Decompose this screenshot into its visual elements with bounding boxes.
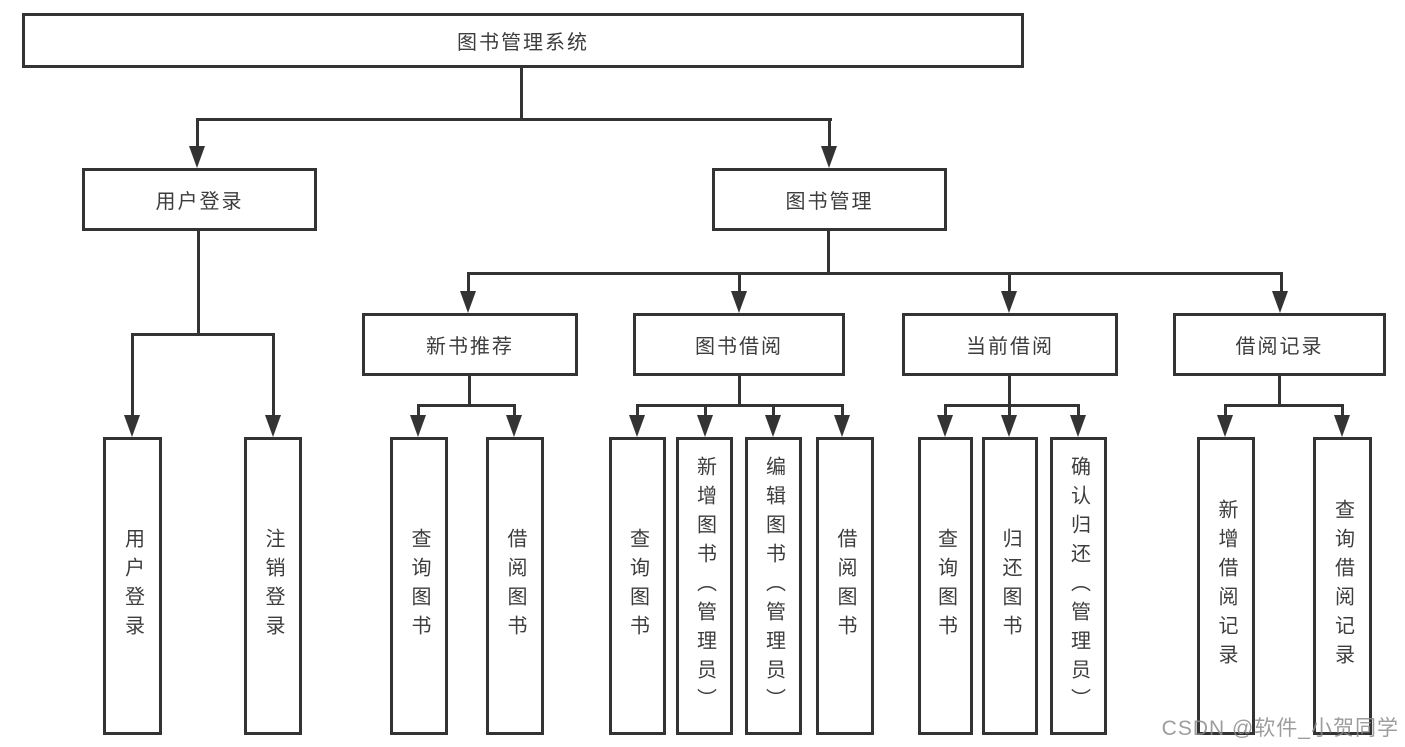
node-root-label: 图书管理系统 (457, 32, 589, 54)
connector-bb-borrow-drop (841, 404, 844, 420)
arrow-down-icon (765, 415, 781, 437)
node-ul-login: 用户登录 (103, 437, 162, 735)
arrow-down-icon (124, 415, 140, 437)
connector-cb-query-drop (944, 404, 947, 420)
arrow-down-icon (1070, 415, 1086, 437)
node-new-book-rec-label: 新书推荐 (426, 336, 514, 358)
connector-bb-add-drop (704, 404, 707, 420)
arrow-down-icon (506, 415, 522, 437)
connector-current-borrow-rail (944, 404, 1080, 407)
connector-ul-login-drop (131, 333, 134, 419)
node-user-login-label: 用户登录 (155, 191, 244, 213)
arrow-down-icon (731, 291, 747, 313)
connector-new-book-rec-stem (468, 376, 471, 407)
node-current-borrow-label: 当前借阅 (966, 336, 1054, 358)
node-borrow-records: 借阅记录 (1173, 313, 1386, 376)
connector-borrow-records-stem (1278, 376, 1281, 407)
arrow-down-icon (1334, 415, 1350, 437)
connector-new-book-rec-rail (417, 404, 516, 407)
connector-root-stem (520, 68, 523, 120)
node-bb-add: 新增图书（管理员） (676, 437, 733, 735)
node-nb-borrow: 借阅图书 (486, 437, 544, 735)
connector-user-login-stem (197, 231, 200, 335)
node-bb-borrow-label: 借阅图书 (834, 528, 856, 644)
connector-bb-edit-drop (772, 404, 775, 420)
node-book-mgmt: 图书管理 (712, 168, 947, 231)
arrow-down-icon (460, 291, 476, 313)
node-borrow-records-label: 借阅记录 (1235, 336, 1324, 358)
arrow-down-icon (629, 415, 645, 437)
arrow-down-icon (1272, 291, 1288, 313)
node-br-add-label: 新增借阅记录 (1215, 499, 1237, 673)
node-current-borrow: 当前借阅 (902, 313, 1118, 376)
connector-book-borrow-drop (738, 272, 741, 296)
node-user-login: 用户登录 (82, 168, 317, 231)
connector-level2-rail (196, 118, 832, 121)
node-br-add: 新增借阅记录 (1197, 437, 1255, 735)
node-book-borrow: 图书借阅 (633, 313, 845, 376)
connector-level3-rail (467, 272, 1283, 275)
node-cb-confirm-label: 确认归还（管理员） (1067, 455, 1090, 717)
node-bb-edit: 编辑图书（管理员） (745, 437, 802, 735)
arrow-down-icon (265, 415, 281, 437)
node-cb-return: 归还图书 (982, 437, 1038, 735)
arrow-down-icon (821, 146, 837, 168)
arrow-down-icon (1217, 415, 1233, 437)
node-br-query: 查询借阅记录 (1313, 437, 1372, 735)
connector-br-query-drop (1341, 404, 1344, 420)
connector-bb-query-drop (636, 404, 639, 420)
connector-cb-return-drop (1008, 404, 1011, 420)
node-nb-borrow-label: 借阅图书 (504, 528, 526, 644)
connector-nb-borrow-drop (513, 404, 516, 420)
arrow-down-icon (1001, 415, 1017, 437)
connector-ul-logout-drop (272, 333, 275, 419)
connector-br-add-drop (1224, 404, 1227, 420)
connector-book-mgmt-drop (828, 118, 831, 151)
connector-current-borrow-stem (1008, 376, 1011, 407)
arrow-down-icon (410, 415, 426, 437)
csdn-watermark: CSDN @软件_小贺同学 (1161, 717, 1399, 740)
arrow-down-icon (1001, 291, 1017, 313)
node-book-borrow-label: 图书借阅 (695, 336, 783, 358)
node-cb-return-label: 归还图书 (999, 528, 1021, 644)
node-ul-logout-label: 注销登录 (262, 528, 284, 644)
node-new-book-rec: 新书推荐 (362, 313, 578, 376)
node-book-mgmt-label: 图书管理 (785, 191, 874, 213)
node-ul-logout: 注销登录 (244, 437, 302, 735)
node-nb-query: 查询图书 (390, 437, 448, 735)
node-bb-borrow: 借阅图书 (816, 437, 874, 735)
connector-nb-query-drop (417, 404, 420, 420)
arrow-down-icon (189, 146, 205, 168)
connector-user-login-rail (131, 333, 274, 336)
node-bb-add-label: 新增图书（管理员） (693, 455, 716, 717)
node-br-query-label: 查询借阅记录 (1331, 499, 1354, 673)
node-cb-confirm: 确认归还（管理员） (1050, 437, 1107, 735)
node-bb-query-label: 查询图书 (626, 528, 649, 644)
connector-cb-confirm-drop (1077, 404, 1080, 420)
arrow-down-icon (697, 415, 713, 437)
connector-borrow-records-drop (1280, 272, 1283, 296)
connector-new-book-rec-drop (467, 272, 470, 296)
node-nb-query-label: 查询图书 (408, 528, 430, 644)
connector-borrow-records-rail (1224, 404, 1344, 407)
node-ul-login-label: 用户登录 (121, 528, 144, 644)
node-bb-edit-label: 编辑图书（管理员） (762, 455, 785, 717)
node-root: 图书管理系统 (22, 13, 1024, 68)
connector-current-borrow-drop (1008, 272, 1011, 296)
connector-user-login-drop (196, 118, 199, 151)
connector-book-mgmt-stem (827, 231, 830, 274)
node-cb-query: 查询图书 (918, 437, 973, 735)
connector-book-borrow-stem (738, 376, 741, 407)
arrow-down-icon (937, 415, 953, 437)
node-bb-query: 查询图书 (609, 437, 666, 735)
arrow-down-icon (834, 415, 850, 437)
node-cb-query-label: 查询图书 (934, 528, 957, 644)
connector-book-borrow-rail (636, 404, 844, 407)
